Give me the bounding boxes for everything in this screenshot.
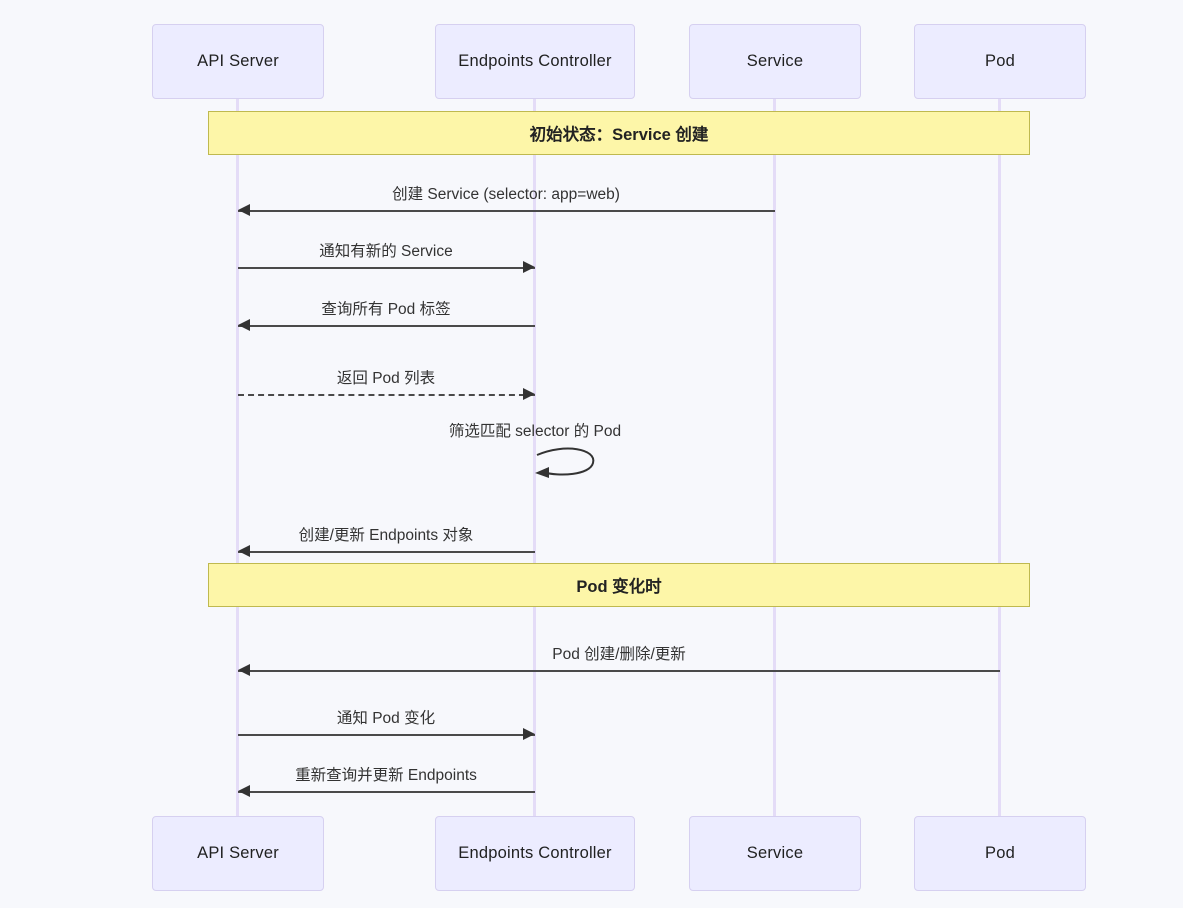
section-bar-pod-change: Pod 变化时	[208, 563, 1030, 607]
arrowhead-right-icon	[523, 261, 535, 273]
lifeline-service	[773, 99, 776, 816]
actor-label: Pod	[985, 52, 1015, 70]
arrowhead-left-icon	[238, 785, 250, 797]
section-label: Pod 变化时	[576, 578, 662, 596]
message-line	[238, 325, 535, 327]
self-loop-arrow-icon	[535, 447, 595, 478]
arrowhead-right-icon	[523, 728, 535, 740]
message-label: 通知 Pod 变化	[336, 710, 436, 727]
actor-label: API Server	[197, 52, 279, 70]
actor-bottom-endpoints-controller[interactable]: Endpoints Controller	[435, 816, 635, 891]
actor-label: Service	[746, 52, 804, 70]
actor-label: Pod	[985, 844, 1015, 862]
self-message-label: 筛选匹配 selector 的 Pod	[448, 423, 622, 440]
lifeline-pod	[998, 99, 1001, 816]
actor-top-endpoints-controller[interactable]: Endpoints Controller	[435, 24, 635, 99]
message-line	[238, 791, 535, 793]
message-label: 查询所有 Pod 标签	[321, 301, 451, 318]
arrowhead-left-icon	[238, 545, 250, 557]
message-label: 创建 Service (selector: app=web)	[392, 186, 620, 203]
lifeline-endpoints-controller	[533, 99, 536, 816]
lifeline-api-server	[236, 99, 239, 816]
message-line	[238, 670, 1000, 672]
message-label: Pod 创建/删除/更新	[552, 646, 686, 663]
actor-label: Service	[746, 844, 804, 862]
message-line	[238, 734, 535, 736]
arrowhead-left-icon	[238, 204, 250, 216]
arrowhead-left-icon	[238, 664, 250, 676]
message-line	[238, 267, 535, 269]
section-label: 初始状态：Service 创建	[529, 126, 709, 144]
actor-label: API Server	[197, 844, 279, 862]
message-label: 返回 Pod 列表	[336, 370, 436, 387]
actor-top-api-server[interactable]: API Server	[152, 24, 324, 99]
arrowhead-right-icon	[523, 388, 535, 400]
message-label: 创建/更新 Endpoints 对象	[298, 527, 474, 544]
message-label: 重新查询并更新 Endpoints	[295, 767, 477, 784]
message-line	[238, 394, 535, 396]
actor-top-service[interactable]: Service	[689, 24, 861, 99]
actor-label: Endpoints Controller	[458, 844, 612, 862]
actor-label: Endpoints Controller	[458, 52, 612, 70]
section-bar-initial-state: 初始状态：Service 创建	[208, 111, 1030, 155]
actor-top-pod[interactable]: Pod	[914, 24, 1086, 99]
message-line	[238, 210, 775, 212]
actor-bottom-pod[interactable]: Pod	[914, 816, 1086, 891]
message-label: 通知有新的 Service	[319, 243, 453, 260]
message-line	[238, 551, 535, 553]
arrowhead-left-icon	[238, 319, 250, 331]
actor-bottom-api-server[interactable]: API Server	[152, 816, 324, 891]
actor-bottom-service[interactable]: Service	[689, 816, 861, 891]
